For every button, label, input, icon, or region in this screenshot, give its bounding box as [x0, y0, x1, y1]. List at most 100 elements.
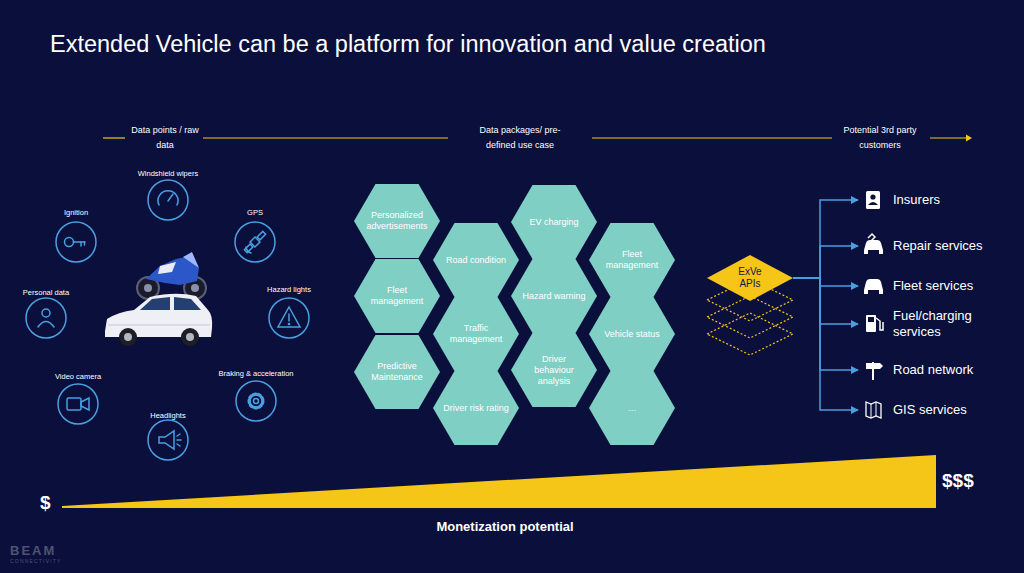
repair-icon: [868, 234, 875, 241]
use-case-label: Fleet management: [599, 223, 665, 297]
use-case-hexagon: Traffic management: [433, 297, 519, 371]
use-case-hexagon: Driver behaviour analysis: [511, 333, 597, 407]
insurer-icon: [870, 194, 875, 199]
map-icon: [866, 402, 881, 418]
person-icon: [38, 322, 54, 328]
customer-label: Road network: [893, 361, 998, 379]
customer-label: Fleet services: [893, 277, 998, 295]
logo-text: CONNECTIVITY: [10, 558, 90, 564]
header-arrowhead: [966, 135, 972, 142]
data-point: Hazard lights: [244, 284, 334, 339]
use-case-label: …: [599, 371, 665, 445]
camera-icon: [81, 398, 89, 410]
connector-arrow: [793, 246, 858, 278]
customer-item: Road network: [858, 361, 1018, 379]
use-case-hexagon: Driver risk rating: [433, 371, 519, 445]
fleet-icon: [864, 279, 883, 290]
sensor-circle: [148, 420, 188, 460]
hexagon-shape: [433, 297, 519, 371]
satellite-icon: [243, 230, 266, 253]
connector-arrow: [793, 278, 858, 324]
hub: [186, 333, 194, 341]
diagram-title: Extended Vehicle can be a platform for i…: [50, 30, 950, 58]
data-point: Windshield wipers: [123, 168, 213, 221]
use-case-hexagon: Road condition: [433, 223, 519, 297]
section-header: Data packages/ pre-defined use case: [470, 123, 570, 153]
repair-icon: [879, 250, 883, 254]
data-point: GPS: [210, 207, 300, 263]
key-icon: [74, 241, 86, 243]
key-icon: [65, 238, 74, 247]
map-icon: [871, 404, 872, 418]
section-header: Potential 3rd party customers: [840, 123, 920, 153]
wheel: [181, 328, 199, 346]
car-window: [140, 297, 170, 310]
hub: [144, 284, 152, 292]
connector-arrow: [793, 278, 858, 410]
customer-icons: [864, 191, 883, 418]
insurer-icon: [866, 191, 880, 209]
insurer-icon: [868, 202, 878, 205]
horn-icon: [177, 434, 180, 436]
data-point: Headlights: [123, 410, 213, 461]
hexagon-shape: [589, 297, 675, 371]
gauge-needle: [168, 194, 173, 201]
use-case-label: Personalized advertisements: [364, 184, 430, 258]
header-rule: [103, 137, 125, 138]
section-header: Data points / raw data: [123, 123, 207, 153]
hub: [124, 333, 132, 341]
sensor-circle: [148, 180, 188, 220]
use-case-label: Hazard warning: [521, 259, 587, 333]
hazard-icon: [278, 307, 300, 327]
use-case-label: Vehicle status: [599, 297, 665, 371]
connector-arrow: [793, 278, 858, 286]
wheel: [119, 328, 137, 346]
use-case-hexagon: Vehicle status: [589, 297, 675, 371]
key-icon: [84, 242, 86, 245]
satellite-icon: [244, 244, 252, 252]
gear-icon: [254, 399, 259, 404]
data-point-label: Hazard lights: [244, 284, 334, 296]
use-case-label: Traffic management: [443, 297, 509, 371]
use-case-hexagon: EV charging: [511, 185, 597, 259]
header-rule: [592, 137, 832, 138]
sensor-icons: [38, 191, 300, 449]
car-illustration: [105, 294, 212, 346]
sensor-circle: [235, 222, 275, 262]
scale-label: $: [40, 492, 60, 514]
customer-label: Fuel/charging services: [893, 307, 998, 341]
use-case-hexagon: Personalized advertisements: [354, 184, 440, 258]
hub: [191, 284, 199, 292]
gear-icon: [250, 395, 262, 407]
use-case-hexagon: Fleet management: [589, 223, 675, 297]
use-case-label: EV charging: [521, 185, 587, 259]
connector-arrow: [793, 278, 858, 370]
hexagon-shape: [354, 259, 440, 333]
diamond-shape: [707, 255, 793, 301]
hexagon-shape: [433, 223, 519, 297]
sensor-circle: [58, 384, 98, 424]
data-point: Ignition: [31, 207, 121, 263]
fleet-icon: [879, 290, 883, 294]
data-point: Video camera: [33, 371, 123, 425]
data-point-label: Headlights: [123, 410, 213, 422]
pump-icon: [868, 317, 874, 322]
windscreen: [183, 252, 199, 268]
hexagon-shape: [589, 371, 675, 445]
scale-label: Monetization potential: [405, 519, 605, 535]
hazard-icon: [288, 314, 290, 321]
satellite-icon: [246, 247, 251, 253]
car-window: [174, 297, 201, 310]
use-case-label: Driver risk rating: [443, 371, 509, 445]
scale-label: $$$: [942, 470, 1002, 492]
sensor-circle: [269, 298, 309, 338]
horn-icon: [177, 444, 180, 446]
satellite-icon: [257, 231, 265, 239]
monetization-wedge: [62, 455, 936, 508]
customer-label: Insurers: [893, 191, 998, 209]
sensor-circle: [147, 419, 189, 461]
fairing-stripe: [158, 262, 176, 274]
header-rule: [930, 137, 966, 138]
